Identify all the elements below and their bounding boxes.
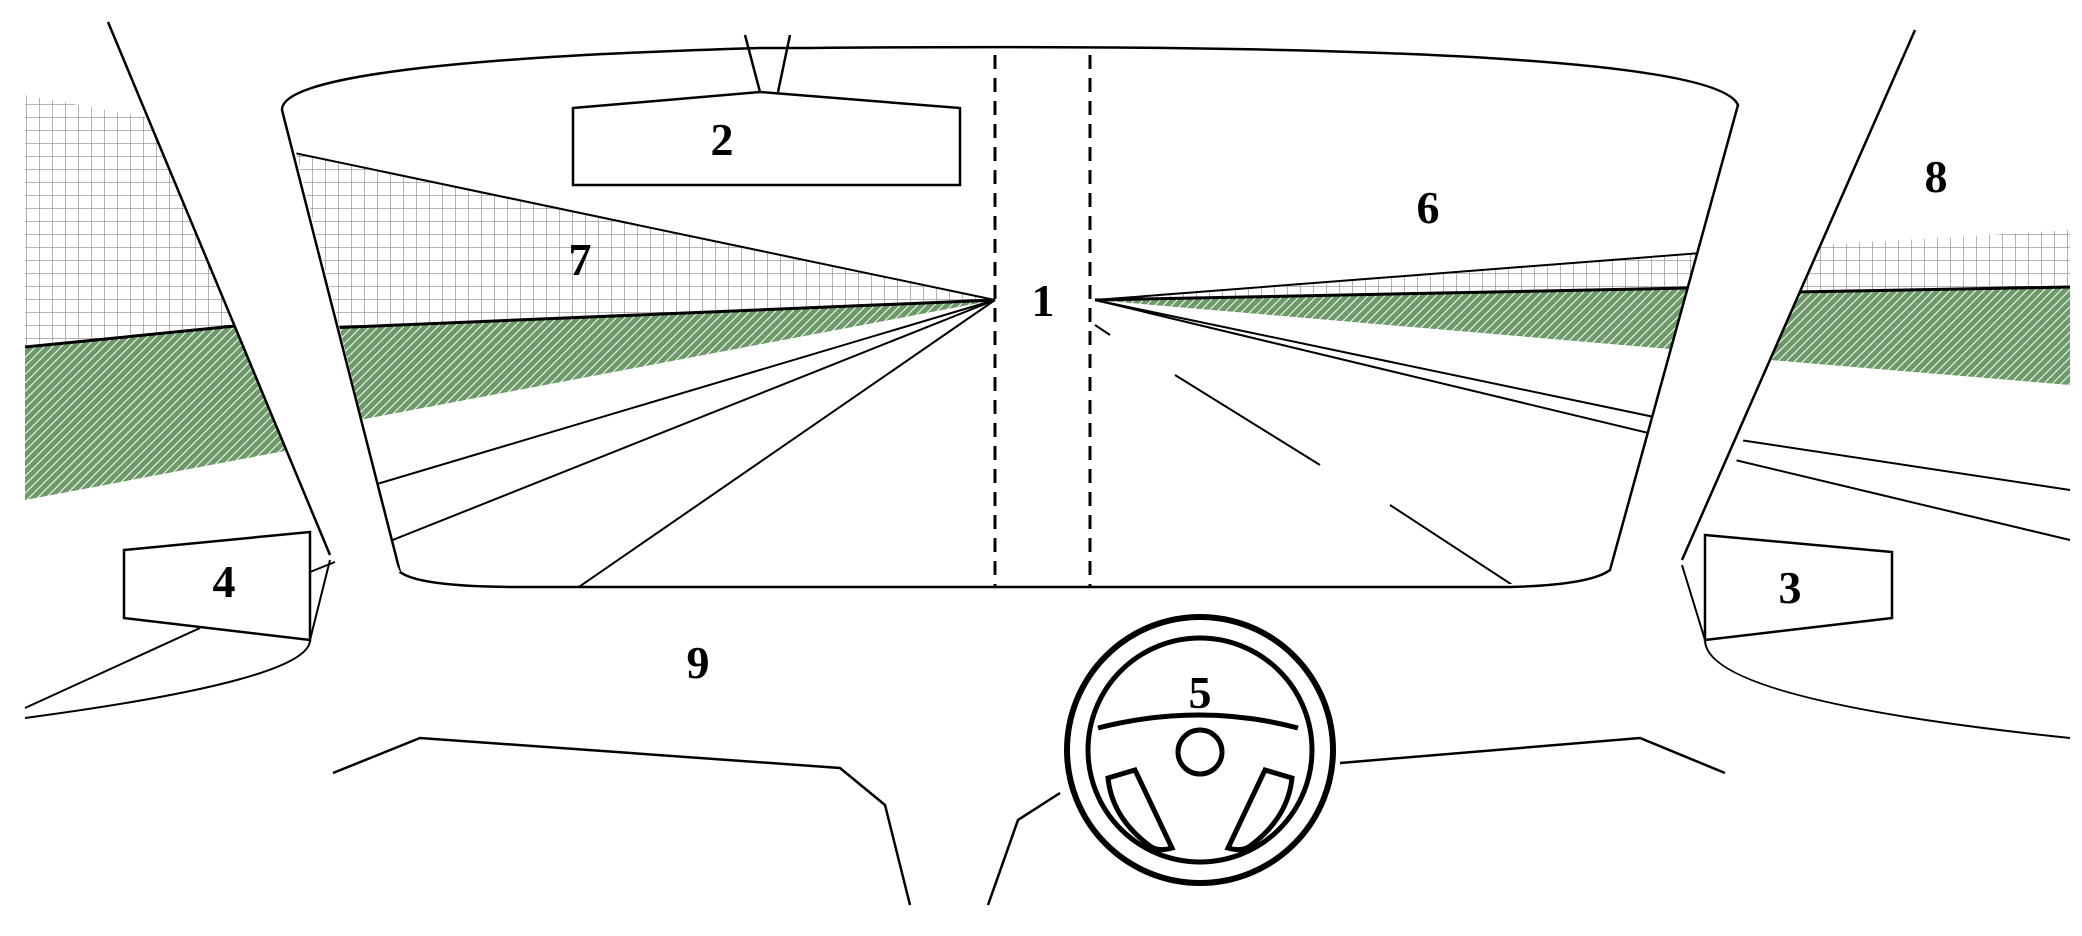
label-8: 8	[1925, 151, 1948, 202]
right-grass	[1770, 287, 2070, 385]
label-5: 5	[1189, 667, 1212, 718]
label-1: 1	[1032, 275, 1055, 326]
rearview-mirror	[571, 34, 962, 187]
right-a-pillar	[1680, 29, 1917, 570]
label-2: 2	[711, 114, 734, 165]
label-6: 6	[1417, 182, 1440, 233]
windshield-left-sky	[282, 150, 995, 330]
label-7: 7	[569, 234, 592, 285]
left-side-mirror	[24, 530, 336, 719]
steering-wheel	[1064, 614, 1336, 886]
windshield-scene	[282, 55, 1735, 588]
left-window-scene	[24, 95, 290, 500]
right-side-mirror	[1681, 533, 2071, 739]
windshield-left-grass	[282, 300, 995, 435]
label-3: 3	[1779, 562, 1802, 613]
left-grass	[25, 325, 290, 500]
label-4: 4	[213, 556, 236, 607]
dashboard	[332, 736, 1726, 906]
right-sky-grid	[1796, 230, 2070, 292]
windshield-right-grass	[1095, 287, 1735, 355]
windshield-outline	[280, 45, 1740, 589]
label-9: 9	[687, 637, 710, 688]
right-window-scene	[1734, 230, 2071, 541]
left-a-pillar	[106, 21, 400, 580]
left-sky-grid	[25, 95, 245, 347]
